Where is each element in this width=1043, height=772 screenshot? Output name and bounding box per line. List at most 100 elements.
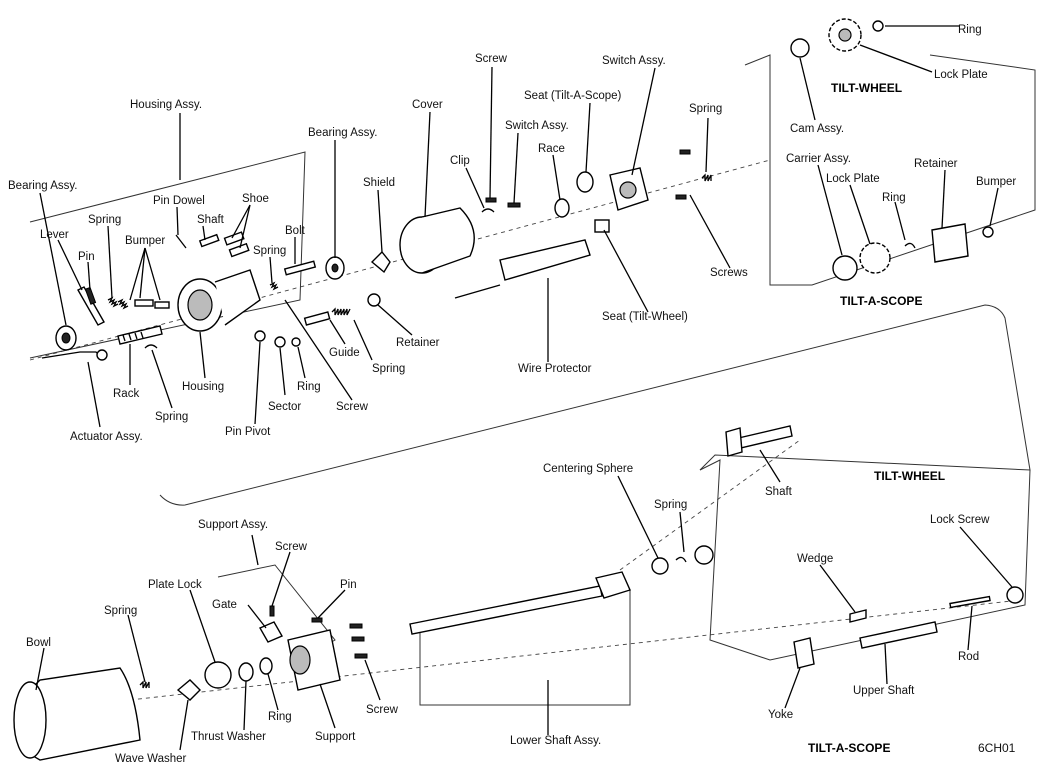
label-switch-assy: Switch Assy. bbox=[602, 55, 666, 67]
centering-sphere-part bbox=[651, 557, 669, 575]
spring-bowl-part bbox=[139, 680, 150, 689]
label-pin: Pin bbox=[78, 251, 95, 263]
label-race: Race bbox=[538, 143, 565, 155]
spring-a-part bbox=[107, 296, 119, 308]
housing-body bbox=[214, 269, 261, 326]
label-tilt-wheel-top: TILT-WHEEL bbox=[831, 81, 902, 95]
spring-right-part bbox=[701, 173, 712, 182]
tilt-wheel-box bbox=[744, 54, 1036, 286]
sphere-cup-part bbox=[694, 545, 714, 565]
cam-assy-part bbox=[790, 38, 810, 58]
label-actuator-assy: Actuator Assy. bbox=[70, 431, 143, 443]
label-wave-washer: Wave Washer bbox=[115, 753, 187, 765]
bumper-b-part bbox=[154, 301, 170, 309]
label-sector: Sector bbox=[268, 401, 301, 413]
label-spring-upper-left: Spring bbox=[88, 214, 121, 226]
lower-axis-line bbox=[129, 599, 1021, 701]
shield-part bbox=[370, 250, 391, 274]
switch-center bbox=[619, 181, 637, 199]
label-tilt-a-scope-top: TILT-A-SCOPE bbox=[840, 294, 922, 308]
rack-part bbox=[117, 325, 163, 345]
label-housing: Housing bbox=[182, 381, 224, 393]
pin-support-part bbox=[311, 617, 323, 623]
label-guide: Guide bbox=[329, 347, 360, 359]
lower-shaft-yoke bbox=[595, 571, 631, 599]
upper-shaft-part bbox=[859, 621, 938, 649]
label-support: Support bbox=[315, 731, 356, 743]
label-pin-pivot: Pin Pivot bbox=[225, 426, 271, 438]
spring-b-part bbox=[117, 298, 129, 310]
wave-washer-part bbox=[176, 679, 201, 701]
wire-connector bbox=[454, 284, 501, 299]
retainer-mid-part bbox=[367, 293, 381, 307]
label-screws: Screws bbox=[710, 267, 748, 279]
lever-part bbox=[77, 286, 105, 326]
label-pin-dowel: Pin Dowel bbox=[153, 195, 205, 207]
actuator-knob bbox=[96, 349, 108, 361]
screw-support-part bbox=[269, 605, 275, 617]
label-yoke: Yoke bbox=[768, 709, 793, 721]
leader-lines bbox=[35, 25, 1013, 751]
shoe-b-part bbox=[228, 242, 250, 258]
ring-ts-part bbox=[904, 242, 916, 249]
retainer-ts-part bbox=[931, 223, 969, 263]
label-retainer-ts: Retainer bbox=[914, 158, 958, 170]
spring-sphere-part bbox=[675, 556, 687, 563]
tilt-a-scope-box bbox=[699, 459, 1031, 661]
spring-c-part bbox=[144, 344, 158, 349]
label-ring-tw: Ring bbox=[958, 24, 982, 36]
label-lock-plate-tw: Lock Plate bbox=[934, 69, 988, 81]
actuator-rod bbox=[41, 351, 101, 359]
pin-dowel-part bbox=[175, 234, 187, 249]
label-thrust-washer: Thrust Washer bbox=[191, 731, 266, 743]
lock-plate-ts-part bbox=[859, 242, 891, 274]
wedge-part bbox=[849, 609, 867, 623]
spring-bolt-part bbox=[269, 281, 279, 291]
ring-mid-part bbox=[291, 337, 301, 347]
label-upper-shaft: Upper Shaft bbox=[853, 685, 915, 697]
bearing-left-hole bbox=[61, 332, 71, 344]
shaft-axis-line bbox=[619, 439, 801, 571]
label-carrier-assy: Carrier Assy. bbox=[786, 153, 851, 165]
seat-tas-part bbox=[576, 171, 594, 193]
guide-part bbox=[303, 311, 331, 326]
pin-pivot-part bbox=[254, 330, 266, 342]
label-lock-plate-ts: Lock Plate bbox=[826, 173, 880, 185]
label-ring-support: Ring bbox=[268, 711, 292, 723]
label-screw-top: Screw bbox=[475, 53, 508, 65]
lock-screw-part bbox=[1006, 586, 1024, 604]
shaft-small-part bbox=[198, 233, 220, 248]
bumper-ts-part bbox=[982, 226, 994, 238]
label-clip: Clip bbox=[450, 155, 470, 167]
label-switch-assy-small: Switch Assy. bbox=[505, 120, 569, 132]
rod-part bbox=[949, 595, 991, 609]
label-gate: Gate bbox=[212, 599, 237, 611]
label-tilt-wheel-bottom: TILT-WHEEL bbox=[874, 469, 945, 483]
label-screw-support-top: Screw bbox=[275, 541, 308, 553]
bumper-a-part bbox=[134, 299, 154, 307]
label-plate-lock: Plate Lock bbox=[148, 579, 202, 591]
switch-small-part bbox=[507, 202, 521, 208]
ring-support-part bbox=[259, 657, 273, 675]
carrier-assy-part bbox=[832, 255, 858, 281]
label-bearing-assy-mid: Bearing Assy. bbox=[308, 127, 377, 139]
label-lock-screw: Lock Screw bbox=[930, 514, 990, 526]
label-spring-bowl: Spring bbox=[104, 605, 137, 617]
label-figure-code: 6CH01 bbox=[978, 741, 1016, 755]
housing-bore bbox=[187, 289, 213, 321]
seat-tw-part bbox=[594, 219, 610, 233]
label-bolt: Bolt bbox=[285, 225, 306, 237]
label-spring-right: Spring bbox=[689, 103, 722, 115]
shaft-yoke-part bbox=[725, 427, 743, 457]
lock-plate-tw-center bbox=[838, 28, 852, 42]
label-ring-mid: Ring bbox=[297, 381, 321, 393]
race-part bbox=[554, 198, 570, 218]
label-bowl: Bowl bbox=[26, 637, 51, 649]
label-bumper-ts: Bumper bbox=[976, 176, 1016, 188]
cover-body bbox=[421, 207, 475, 274]
pin-part bbox=[84, 286, 97, 305]
label-wedge: Wedge bbox=[797, 553, 833, 565]
screw-a-part bbox=[349, 623, 363, 629]
label-shaft-top: Shaft bbox=[197, 214, 225, 226]
